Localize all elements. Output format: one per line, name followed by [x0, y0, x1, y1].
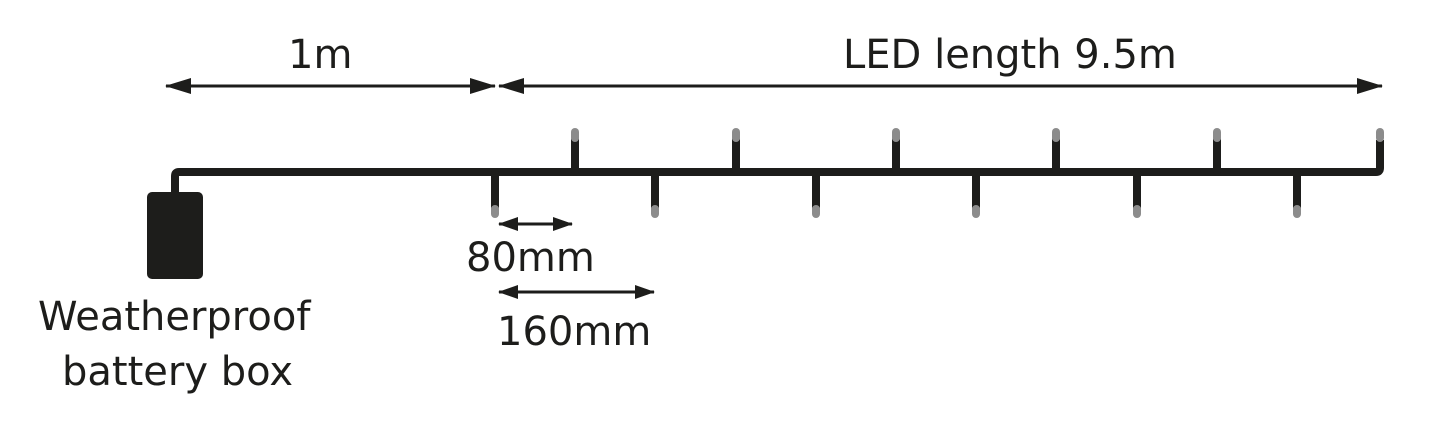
- battery-box-label-line2: battery box: [62, 349, 294, 395]
- lead-cable-label: 1m: [288, 32, 353, 78]
- battery-box-label-line1: Weatherproof: [38, 294, 311, 340]
- led-length-label: LED length 9.5m: [843, 32, 1177, 78]
- wire: [171, 140, 1384, 192]
- spacing-80mm-label: 80mm: [466, 235, 595, 281]
- spacing-160mm-label: 160mm: [497, 309, 652, 355]
- leds: [491, 128, 1384, 218]
- battery-box: [147, 192, 203, 279]
